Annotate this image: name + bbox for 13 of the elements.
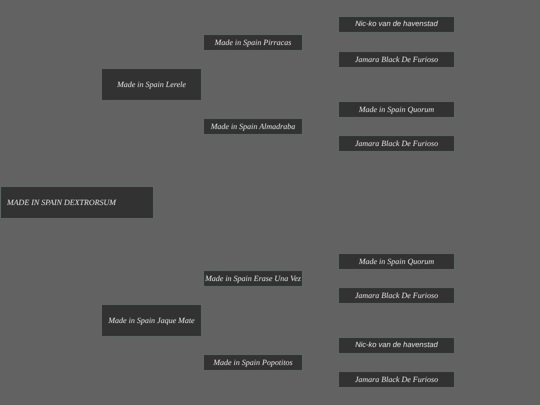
pedigree-box: Made in Spain Quorum [338,101,455,118]
pedigree-box: Made in Spain Lerele [101,68,202,101]
pedigree-box: MADE IN SPAIN DEXTRORSUM [0,186,154,219]
pedigree-box: Jamara Black De Furioso [338,287,455,304]
pedigree-box: Made in Spain Popotitos [203,354,303,371]
pedigree-box: Made in Spain Pirracas [203,34,303,51]
pedigree-box: Made in Spain Almadraba [203,118,303,135]
pedigree-box: Made in Spain Jaque Mate [101,304,202,337]
pedigree-box: Made in Spain Quorum [338,253,455,270]
pedigree-box: Made in Spain Erase Una Vez [203,270,303,287]
pedigree-box: Jamara Black De Furioso [338,51,455,68]
pedigree-box: Jamara Black De Furioso [338,135,455,152]
pedigree-box: Jamara Black De Furioso [338,371,455,388]
